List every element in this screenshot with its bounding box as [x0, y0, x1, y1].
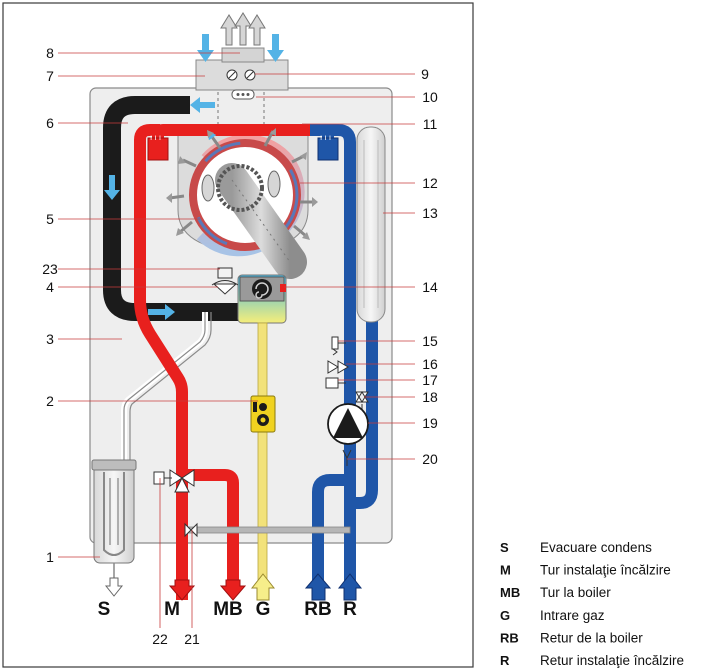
legend-key-mb: MB — [500, 585, 520, 600]
return-components — [325, 336, 369, 466]
port-label-r: R — [343, 599, 357, 620]
port-label-s: S — [98, 599, 111, 620]
pump-icon — [333, 408, 363, 438]
air-duct — [103, 96, 240, 321]
callout-7: 7 — [46, 68, 54, 84]
callout-6: 6 — [46, 115, 54, 131]
port-label-m: M — [164, 599, 180, 620]
gas-pipe — [257, 322, 268, 601]
flow-sensor-left — [147, 137, 169, 161]
ignition-electrode — [201, 174, 215, 202]
fan-icon — [252, 279, 272, 299]
callout-11: 11 — [423, 116, 438, 132]
air-pressure-switch — [217, 267, 233, 279]
legend-label-rb: Retur de la boiler — [540, 630, 643, 645]
legend-label-mb: Tur la boiler — [540, 585, 611, 600]
siphon — [93, 462, 135, 564]
callout-13: 13 — [422, 205, 438, 221]
callout-18: 18 — [422, 389, 438, 405]
callout-2: 2 — [46, 393, 54, 409]
ionisation-electrode — [267, 170, 281, 198]
svg-text:ı ı ı: ı ı ı — [150, 133, 161, 142]
legend-key-r: R — [500, 653, 510, 668]
callout-23: 23 — [42, 261, 58, 277]
burner — [215, 163, 307, 279]
air-flow-arrows — [104, 97, 215, 320]
circulation-pump — [327, 403, 369, 445]
legend-label-m: Tur instalaţie încălzire — [540, 563, 671, 578]
legend-label-r: Retur instalaţie încălzire — [540, 653, 684, 668]
legend-key-rb: RB — [500, 630, 519, 645]
port-labels: S M MB G RB R — [98, 599, 357, 620]
callout-20: 20 — [422, 451, 438, 467]
callout-15: 15 — [422, 333, 438, 349]
air-intake-arrows — [197, 34, 284, 62]
three-way-valve — [153, 469, 195, 493]
legend-key-g: G — [500, 608, 510, 623]
flow-pipe — [134, 124, 328, 600]
callout-21: 21 — [184, 631, 200, 647]
pressure-sensor — [325, 377, 339, 389]
port-label-rb: RB — [304, 599, 331, 620]
return-sensor-right — [317, 137, 339, 161]
port-label-mb: MB — [213, 599, 243, 620]
callout-5: 5 — [46, 211, 54, 227]
callout-8: 8 — [46, 45, 54, 61]
callout-16: 16 — [422, 356, 438, 372]
callout-12: 12 — [422, 175, 438, 191]
flue-adapter — [195, 59, 289, 91]
legend-label-g: Intrare gaz — [540, 608, 605, 623]
callout-4: 4 — [46, 279, 54, 295]
callout-19: 19 — [422, 415, 438, 431]
callout-9: 9 — [421, 66, 429, 82]
svg-text:ı ı ı: ı ı ı — [320, 133, 331, 142]
flue-outlet — [221, 47, 265, 63]
legend-key-s: S — [500, 540, 509, 555]
bypass-pipe — [187, 526, 351, 534]
legend-label-s: Evacuare condens — [540, 540, 652, 555]
legend-key-m: M — [500, 563, 511, 578]
callout-17: 17 — [422, 372, 438, 388]
port-arrows — [168, 573, 363, 601]
callout-3: 3 — [46, 331, 54, 347]
callout-1: 1 — [46, 549, 54, 565]
callout-22: 22 — [152, 631, 168, 647]
safety-valve-icon — [327, 360, 349, 374]
callout-14: 14 — [422, 279, 438, 295]
condensate-outlet-arrow — [104, 577, 124, 597]
expansion-vessel — [356, 126, 386, 323]
port-label-g: G — [256, 599, 271, 620]
callout-10: 10 — [422, 89, 438, 105]
exhaust-arrows — [220, 12, 266, 46]
return-pipe — [310, 124, 378, 600]
temperature-sensor — [331, 336, 339, 350]
gas-nozzle-icon — [212, 283, 238, 295]
leader-lines — [58, 52, 415, 628]
bypass-valve — [184, 522, 198, 538]
